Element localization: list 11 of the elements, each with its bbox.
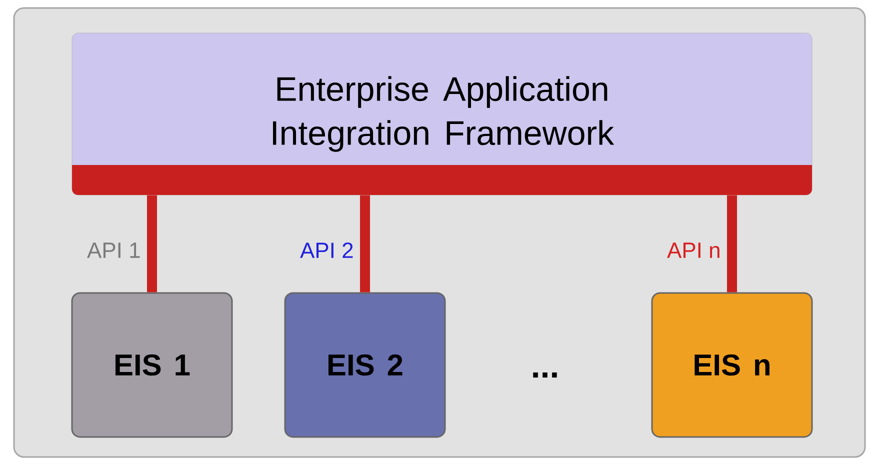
connector-line <box>727 195 737 292</box>
system-box: EIS 1 <box>71 292 233 438</box>
edge-label: API n <box>667 242 720 258</box>
system-box: EIS 2 <box>284 292 446 438</box>
connector-line <box>147 195 157 292</box>
connector-line <box>360 195 370 292</box>
edge-label: API 2 <box>300 242 353 258</box>
system-box: EIS n <box>651 292 813 438</box>
ellipsis: ... <box>533 372 557 378</box>
framework-box: Enterprise Application Integration Framework <box>72 32 812 196</box>
edge-label: API 1 <box>87 242 140 258</box>
